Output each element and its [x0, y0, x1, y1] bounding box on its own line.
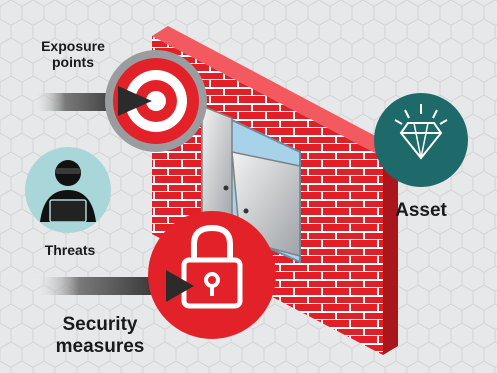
hacker-icon: [25, 147, 111, 233]
wall-top: [152, 26, 398, 157]
right-hinge: [243, 208, 249, 214]
left-hinge: [223, 185, 229, 191]
brick-wall: [152, 26, 398, 355]
target-icon: [105, 50, 207, 152]
threats-label: Threats: [44, 242, 96, 258]
wall-side: [383, 148, 398, 355]
asset-label: Asset: [395, 200, 447, 221]
padlock-icon: [148, 211, 276, 339]
security-measures-label: Security measures: [55, 314, 145, 357]
exposure-points-label: Exposure points: [41, 38, 105, 71]
diamond-icon: [374, 93, 468, 187]
